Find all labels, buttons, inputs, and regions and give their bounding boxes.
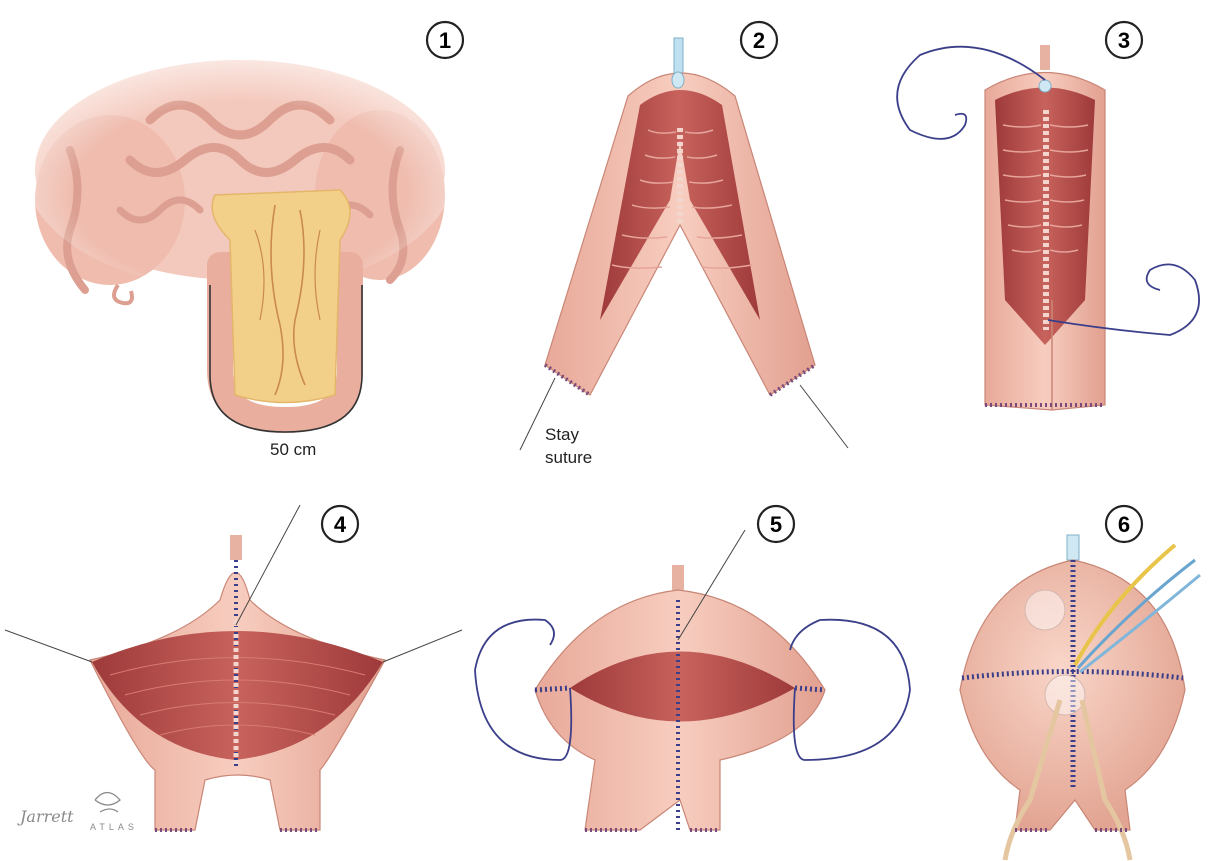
catheter-blue-1 (1076, 558, 1196, 670)
balloon-right (1044, 674, 1086, 716)
panel-2-opened-u-loop: Stay suture (519, 37, 849, 467)
svg-text:2: 2 (753, 28, 765, 53)
panel-number-6: 6 (1104, 504, 1144, 544)
panel-number-4: 4 (320, 504, 360, 544)
svg-text:3: 3 (1118, 28, 1130, 53)
panel-number-5: 5 (756, 504, 796, 544)
small-intestine-loops (25, 50, 455, 306)
panel-5-closing-pouch (474, 529, 911, 832)
stay-suture-top (677, 529, 746, 641)
svg-text:ATLAS: ATLAS (90, 822, 138, 832)
ureteral-stent-left (1002, 699, 1063, 861)
suture-thread-left (474, 618, 573, 761)
catheter-yellow (1073, 543, 1177, 666)
panel-number-2: 2 (739, 20, 779, 60)
panel-number-1: 1 (425, 20, 465, 60)
ureteral-stent-right (1079, 699, 1133, 861)
suture-thread-top (896, 45, 1046, 140)
stay-suture-top (235, 504, 301, 626)
mucosa-surface (570, 651, 795, 722)
length-measurement-line (209, 285, 363, 433)
mucosal-folds (611, 129, 753, 269)
panel-3-side-to-side-anastomosis (896, 45, 1200, 411)
stay-suture-line-right (799, 384, 849, 449)
panel-4-folded-pouch (4, 504, 463, 832)
stay-suture-label-line2: suture (545, 448, 592, 467)
mucosal-folds (1002, 124, 1089, 253)
panel-number-3: 3 (1104, 20, 1144, 60)
atlas-logo-icon (94, 791, 121, 813)
svg-text:6: 6 (1118, 512, 1130, 537)
stay-suture-line-left (519, 377, 556, 451)
svg-text:4: 4 (334, 512, 347, 537)
mucosa-surface (600, 90, 760, 320)
catheter-blue-2 (1079, 573, 1201, 674)
stay-suture-label-line1: Stay (545, 425, 580, 444)
panel-6-completed-pouch (959, 534, 1201, 861)
svg-text:5: 5 (770, 512, 782, 537)
svg-text:Jarrett: Jarrett (17, 807, 74, 826)
stay-suture-right (382, 629, 463, 663)
stay-suture-left (4, 629, 93, 663)
svg-text:1: 1 (439, 28, 451, 53)
panel-1-bowel-segment: 50 cm (25, 50, 455, 459)
isolated-ileal-segment (207, 189, 363, 433)
balloon-left (1024, 589, 1066, 631)
artist-signature-logo: Jarrett ATLAS (17, 791, 138, 832)
suture-thread-bottom (1047, 263, 1200, 336)
length-label: 50 cm (270, 440, 316, 459)
suture-thread-right (789, 618, 911, 761)
